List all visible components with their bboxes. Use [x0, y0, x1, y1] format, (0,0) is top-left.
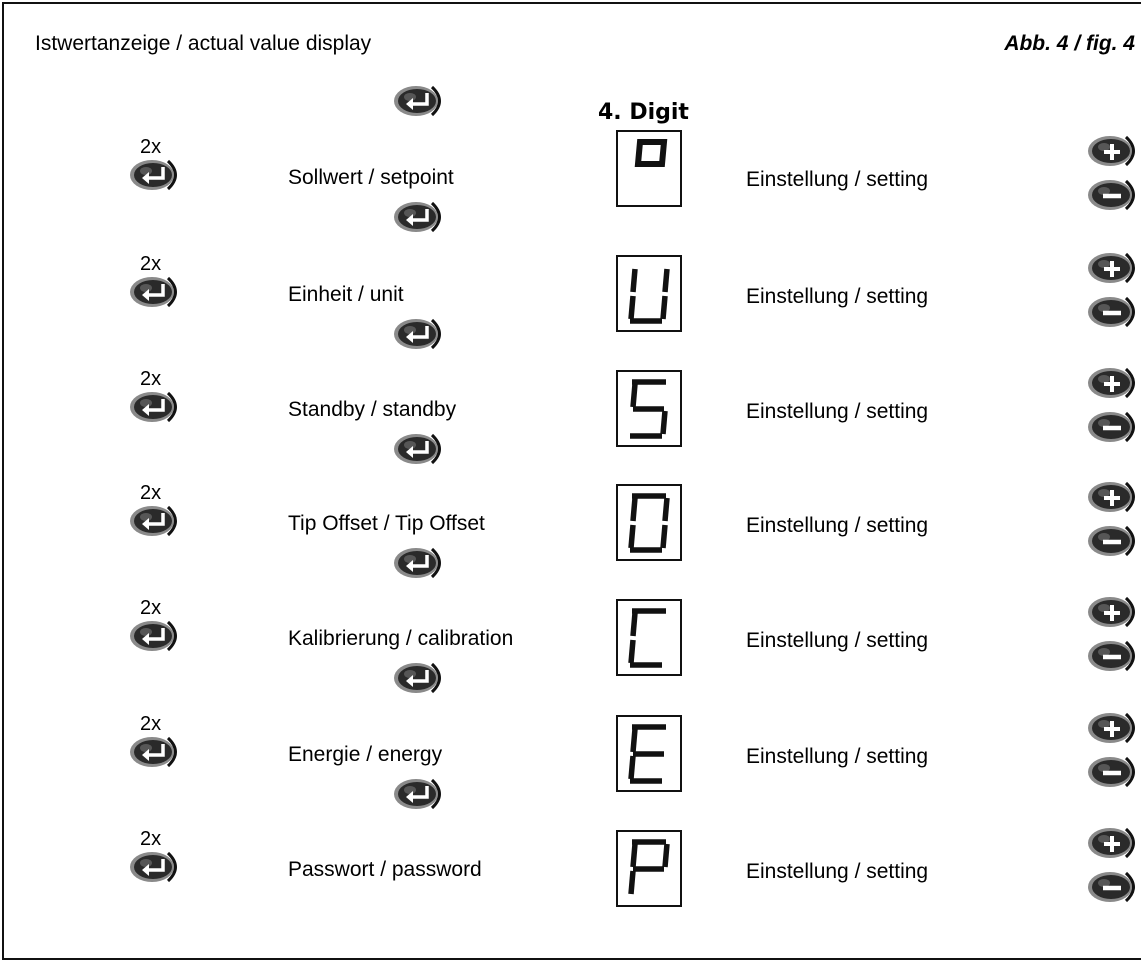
enter-button-twice[interactable]: [128, 617, 188, 655]
menu-item-label: Standby / standby: [288, 398, 457, 421]
seven-segment-display: [616, 370, 682, 447]
press-twice-label: 2x: [140, 828, 162, 850]
seven-segment-display: [616, 255, 682, 332]
enter-button-confirm[interactable]: [392, 775, 452, 813]
setting-label: Einstellung / setting: [746, 285, 929, 308]
seven-segment-display: [616, 599, 682, 676]
enter-button-twice[interactable]: [128, 502, 188, 540]
enter-button-confirm[interactable]: [392, 430, 452, 468]
digit-heading: 4. Digit: [598, 100, 689, 125]
enter-button-twice[interactable]: [128, 273, 188, 311]
minus-button[interactable]: [1086, 176, 1141, 214]
setting-label: Einstellung / setting: [746, 168, 929, 191]
minus-button[interactable]: [1086, 293, 1141, 331]
seven-segment-display: [616, 130, 682, 207]
enter-button-confirm[interactable]: [392, 315, 452, 353]
press-twice-label: 2x: [140, 713, 162, 735]
menu-item-label: Energie / energy: [288, 743, 443, 766]
menu-item-label: Passwort / password: [288, 858, 482, 881]
plus-button[interactable]: [1086, 593, 1141, 631]
seven-segment-display: [616, 715, 682, 792]
plus-button[interactable]: [1086, 478, 1141, 516]
enter-button-confirm[interactable]: [392, 659, 452, 697]
figure-label: Abb. 4 / fig. 4: [1004, 32, 1135, 55]
enter-button-start[interactable]: [392, 82, 452, 120]
press-twice-label: 2x: [140, 253, 162, 275]
press-twice-label: 2x: [140, 136, 162, 158]
setting-label: Einstellung / setting: [746, 629, 929, 652]
plus-button[interactable]: [1086, 824, 1141, 862]
menu-item-label: Tip Offset / Tip Offset: [288, 512, 485, 535]
enter-button-twice[interactable]: [128, 388, 188, 426]
press-twice-label: 2x: [140, 368, 162, 390]
plus-button[interactable]: [1086, 709, 1141, 747]
menu-item-label: Kalibrierung / calibration: [288, 627, 514, 650]
press-twice-label: 2x: [140, 482, 162, 504]
enter-button-confirm[interactable]: [392, 198, 452, 236]
minus-button[interactable]: [1086, 868, 1141, 906]
minus-button[interactable]: [1086, 522, 1141, 560]
press-twice-label: 2x: [140, 597, 162, 619]
menu-item-label: Einheit / unit: [288, 283, 404, 306]
diagram-title: Istwertanzeige / actual value display: [35, 32, 372, 55]
enter-button-confirm[interactable]: [392, 544, 452, 582]
seven-segment-display: [616, 830, 682, 907]
plus-button[interactable]: [1086, 364, 1141, 402]
setting-label: Einstellung / setting: [746, 745, 929, 768]
seven-segment-display: [616, 484, 682, 561]
minus-button[interactable]: [1086, 753, 1141, 791]
plus-button[interactable]: [1086, 132, 1141, 170]
setting-label: Einstellung / setting: [746, 514, 929, 537]
setting-label: Einstellung / setting: [746, 860, 929, 883]
minus-button[interactable]: [1086, 637, 1141, 675]
minus-button[interactable]: [1086, 408, 1141, 446]
enter-button-twice[interactable]: [128, 848, 188, 886]
menu-item-label: Sollwert / setpoint: [288, 166, 454, 189]
setting-label: Einstellung / setting: [746, 400, 929, 423]
enter-button-twice[interactable]: [128, 156, 188, 194]
plus-button[interactable]: [1086, 249, 1141, 287]
enter-button-twice[interactable]: [128, 733, 188, 771]
